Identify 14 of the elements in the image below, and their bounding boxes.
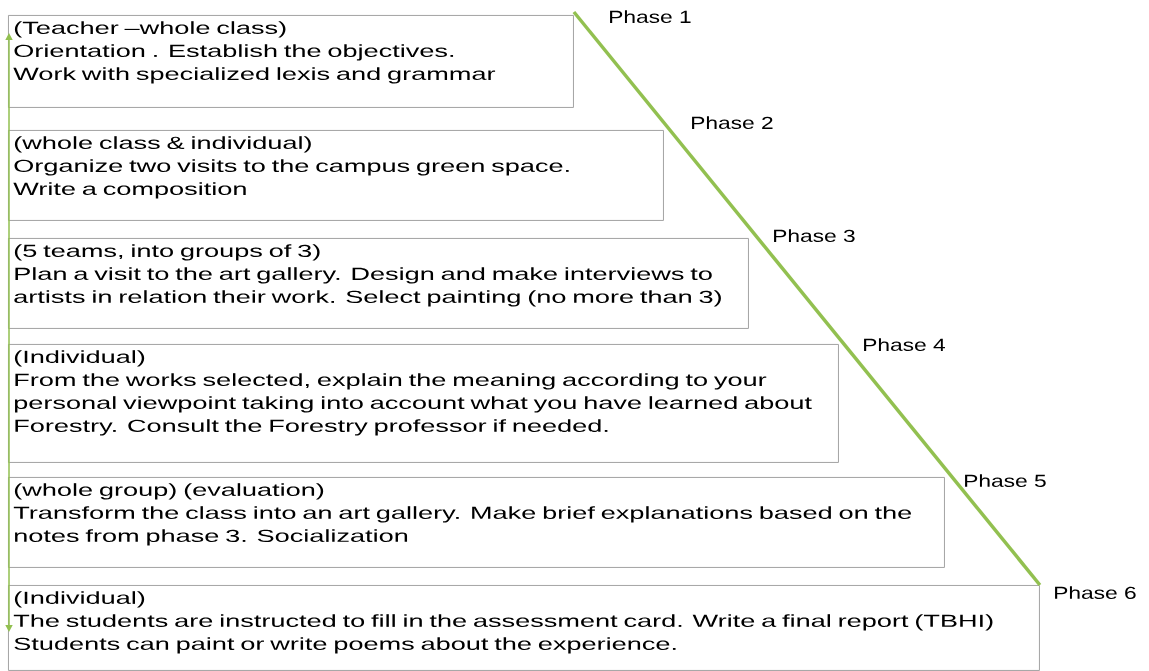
phase-box: (Teacher –whole class) Orientation . Establish the objectives. Work with specialized lexis and grammar <box>8 15 574 108</box>
phase-label: Phase 1 <box>610 10 691 24</box>
arrow <box>5 33 13 632</box>
phase-box: (Individual) From the works selected, explain the meaning according to your personal viewpoint taking into account what you have learned about Forestry. Consult the Forestry professor if needed. <box>8 344 839 463</box>
phase-box: (Individual) The students are instructed to fill in the assessment card. Write a final report (TBHI) Students can paint or write poems about the experience. <box>8 585 1040 671</box>
phase-label: Phase 2 <box>692 116 773 130</box>
diagonal-line <box>572 10 1042 587</box>
phase-box: (5 teams, into groups of 3) Plan a visit to the art gallery. Design and make interviews to artists in relation their work. Select painting (no more than 3) <box>8 238 749 329</box>
phase-box: (whole group) (evaluation) Transform the class into an art gallery. Make brief explanations based on the notes from phase 3. Socialization <box>8 477 945 568</box>
phase-label: Phase 5 <box>965 474 1046 488</box>
phase-label: Phase 6 <box>1055 586 1136 600</box>
phase-box: (whole class & individual) Organize two visits to the campus green space. Write a composition <box>8 130 664 221</box>
phase-label: Phase 3 <box>774 229 855 243</box>
phase-label: Phase 4 <box>864 338 945 352</box>
